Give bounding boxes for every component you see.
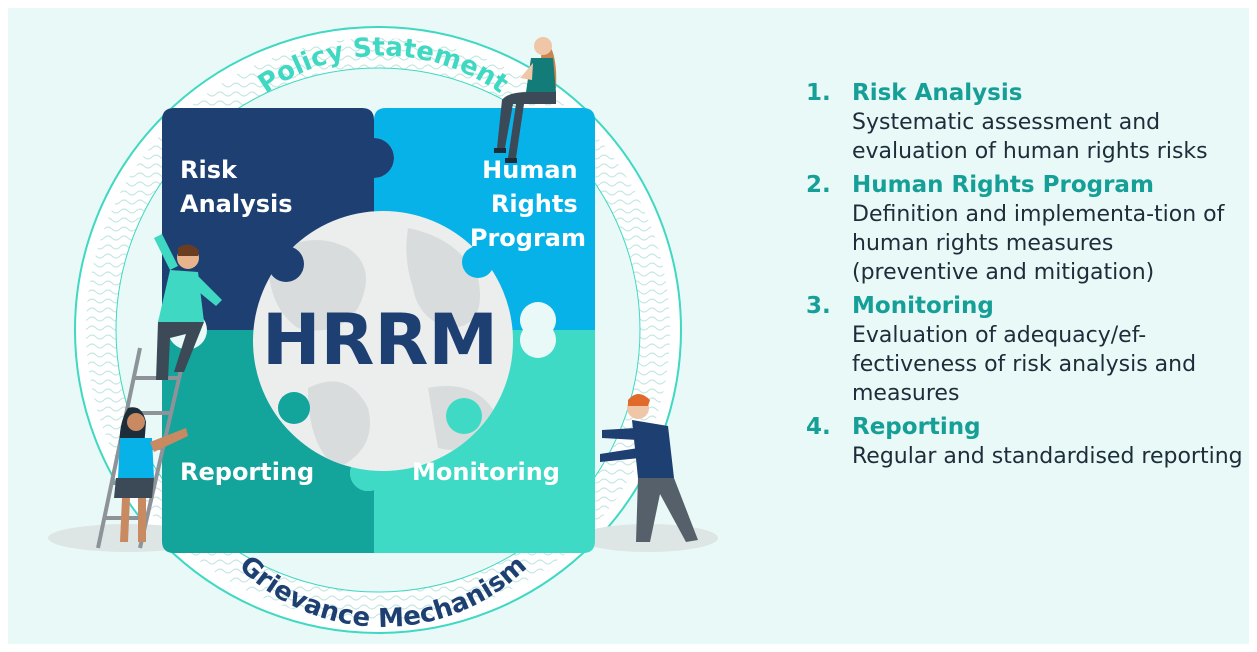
piece-label-risk-line: Analysis [180, 190, 293, 218]
hub-label: HRRM [262, 299, 498, 381]
hrrm-diagram: Policy Statement Grievance Mechanism [48, 26, 718, 634]
legend-item-description: Evaluation of adequacy/ef-fectiveness of… [852, 323, 1197, 406]
legend-item-number: 3. [806, 293, 831, 319]
legend-item-number: 4. [806, 414, 831, 440]
person-sitting-illustration [494, 37, 557, 163]
legend-item-title: Risk Analysis [852, 80, 1023, 106]
globe-hub [253, 211, 513, 471]
hrrm-stage: Policy Statement Grievance Mechanism [8, 8, 1249, 644]
legend-item-number: 2. [806, 172, 831, 198]
person-on-ladder-illustration [154, 234, 222, 380]
piece-label-monitoring: Monitoring [412, 458, 560, 486]
piece-label-program: Human Rights Program [470, 156, 586, 252]
piece-label-program-line: Program [470, 224, 586, 252]
piece-label-program-line: Rights [491, 190, 578, 218]
person-pushing-illustration [600, 394, 698, 542]
legend-item-title: Reporting [852, 414, 981, 440]
legend-item-description: Definition and implementa-tion of human … [852, 202, 1225, 285]
person-holding-illustration [114, 407, 188, 542]
piece-label-risk-line: Risk [180, 156, 238, 184]
piece-label-reporting: Reporting [180, 458, 314, 486]
legend-item-description: Regular and standardised reporting [852, 444, 1243, 469]
legend-item-title: Monitoring [852, 293, 994, 319]
legend-item-title: Human Rights Program [852, 172, 1154, 198]
piece-label-risk: Risk Analysis [180, 156, 293, 218]
legend-item-number: 1. [806, 80, 831, 106]
legend-item-description: Systematic assessment and evaluation of … [852, 110, 1208, 164]
piece-label-program-line: Human [482, 156, 577, 184]
